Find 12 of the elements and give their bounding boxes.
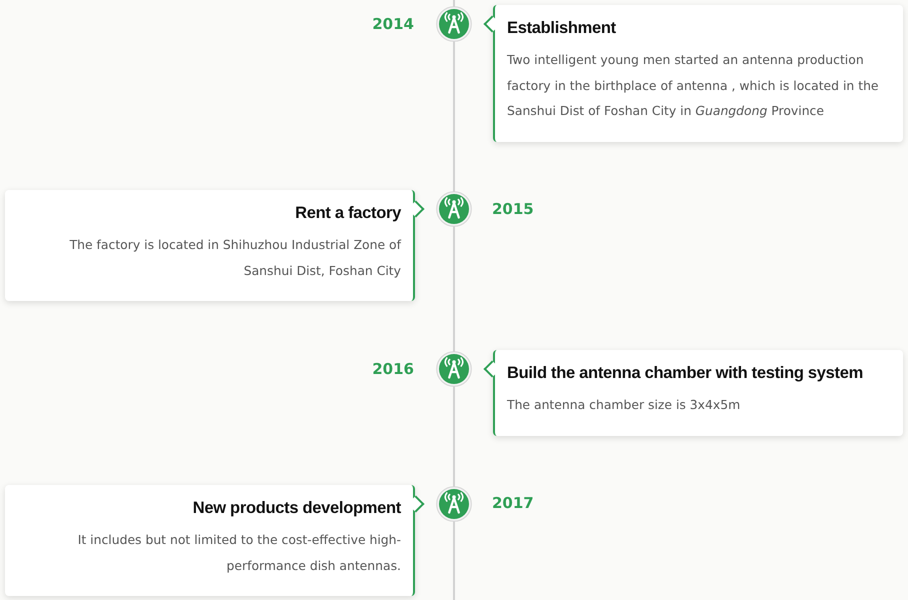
year-label: 2014	[372, 14, 414, 34]
year-label: 2016	[372, 359, 414, 379]
card-description: The antenna chamber size is 3x4x5m	[507, 396, 742, 414]
card-description: The factory is located in Shihuzhou Industrial Zone of Sanshui Dist, Foshan City	[68, 236, 401, 280]
card-heading: Build the antenna chamber with testing system	[507, 363, 864, 384]
card-heading: New products development	[192, 498, 401, 519]
card-heading: Establishment	[507, 18, 617, 39]
card-heading: Rent a factory	[294, 203, 401, 224]
year-label: 2017	[492, 493, 534, 513]
year-label: 2015	[492, 199, 534, 219]
card-description: Two intelligent young men started an antenna production factory in the birthplace of antenna , which is located in the Sanshui Dist of Foshan City in Guangdong Province	[507, 51, 880, 120]
card-description: It includes but not limited to the cost-effective high-performance dish antennas.	[76, 531, 401, 575]
